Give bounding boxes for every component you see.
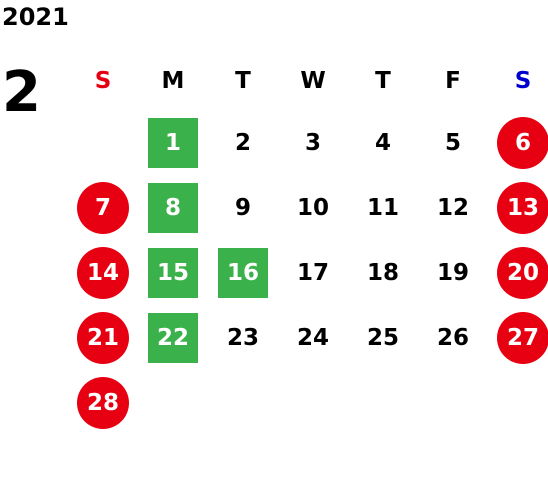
week-row: 28 <box>68 370 548 435</box>
day-cell-13[interactable]: 13 <box>488 175 548 240</box>
day-cell-1[interactable]: 1 <box>138 110 208 175</box>
empty-day-cell <box>488 370 548 435</box>
day-number: 4 <box>374 129 391 156</box>
day-cell-4[interactable]: 4 <box>348 110 418 175</box>
week-row: 21 22 23 24 25 26 27 <box>68 305 548 370</box>
day-cell-3[interactable]: 3 <box>278 110 348 175</box>
empty-day-cell <box>208 370 278 435</box>
day-cell-24[interactable]: 24 <box>278 305 348 370</box>
weekday-header-tuesday: T <box>235 68 251 94</box>
day-number: 17 <box>296 259 329 286</box>
day-cell-15[interactable]: 15 <box>138 240 208 305</box>
day-cell-12[interactable]: 12 <box>418 175 488 240</box>
day-number: 26 <box>436 324 469 351</box>
day-cell-11[interactable]: 11 <box>348 175 418 240</box>
weekday-header-thursday: T <box>375 68 391 94</box>
day-cell-22[interactable]: 22 <box>138 305 208 370</box>
year-label: 2021 <box>2 3 69 31</box>
day-cell-23[interactable]: 23 <box>208 305 278 370</box>
weekday-header-wednesday: W <box>300 68 326 94</box>
weekday-header-sunday: S <box>94 68 112 94</box>
day-cell-16[interactable]: 16 <box>208 240 278 305</box>
weekday-header-monday: M <box>161 68 185 94</box>
day-cell-21[interactable]: 21 <box>68 305 138 370</box>
day-cell-6[interactable]: 6 <box>488 110 548 175</box>
highlighted-day-number: 15 <box>148 247 198 298</box>
day-cell-8[interactable]: 8 <box>138 175 208 240</box>
empty-day-cell <box>418 370 488 435</box>
day-cell-25[interactable]: 25 <box>348 305 418 370</box>
day-cell-9[interactable]: 9 <box>208 175 278 240</box>
day-number: 24 <box>296 324 329 351</box>
day-number: 19 <box>436 259 469 286</box>
holiday-day-number: 6 <box>497 116 548 169</box>
day-cell-10[interactable]: 10 <box>278 175 348 240</box>
holiday-day-number: 20 <box>497 246 548 299</box>
highlighted-day-number: 1 <box>148 117 198 168</box>
day-number: 12 <box>436 194 469 221</box>
day-number: 23 <box>226 324 259 351</box>
week-row: 1 2 3 4 5 6 <box>68 110 548 175</box>
day-number: 25 <box>366 324 399 351</box>
day-cell-26[interactable]: 26 <box>418 305 488 370</box>
week-row: 14 15 16 17 18 19 20 <box>68 240 548 305</box>
holiday-day-number: 27 <box>497 311 548 364</box>
holiday-day-number: 21 <box>77 311 129 364</box>
day-number: 3 <box>304 129 321 156</box>
holiday-day-number: 28 <box>77 376 129 429</box>
day-cell-18[interactable]: 18 <box>348 240 418 305</box>
empty-day-cell <box>348 370 418 435</box>
weekday-header-saturday: S <box>514 68 532 94</box>
empty-day-cell <box>68 110 138 175</box>
day-cell-17[interactable]: 17 <box>278 240 348 305</box>
day-cell-2[interactable]: 2 <box>208 110 278 175</box>
weekday-header-friday: F <box>445 68 461 94</box>
empty-day-cell <box>278 370 348 435</box>
month-number: 2 <box>2 60 41 125</box>
day-cell-20[interactable]: 20 <box>488 240 548 305</box>
holiday-day-number: 13 <box>497 181 548 234</box>
day-number: 5 <box>444 129 461 156</box>
holiday-day-number: 7 <box>77 181 129 234</box>
day-number: 10 <box>296 194 329 221</box>
holiday-day-number: 14 <box>77 246 129 299</box>
day-cell-28[interactable]: 28 <box>68 370 138 435</box>
day-cell-27[interactable]: 27 <box>488 305 548 370</box>
day-cell-19[interactable]: 19 <box>418 240 488 305</box>
day-number: 2 <box>234 129 251 156</box>
highlighted-day-number: 8 <box>148 182 198 233</box>
day-cell-5[interactable]: 5 <box>418 110 488 175</box>
empty-day-cell <box>138 370 208 435</box>
day-cell-7[interactable]: 7 <box>68 175 138 240</box>
highlighted-day-number: 16 <box>218 247 268 298</box>
day-number: 18 <box>366 259 399 286</box>
day-number: 11 <box>366 194 399 221</box>
day-number: 9 <box>234 194 251 221</box>
day-cell-14[interactable]: 14 <box>68 240 138 305</box>
highlighted-day-number: 22 <box>148 312 198 363</box>
